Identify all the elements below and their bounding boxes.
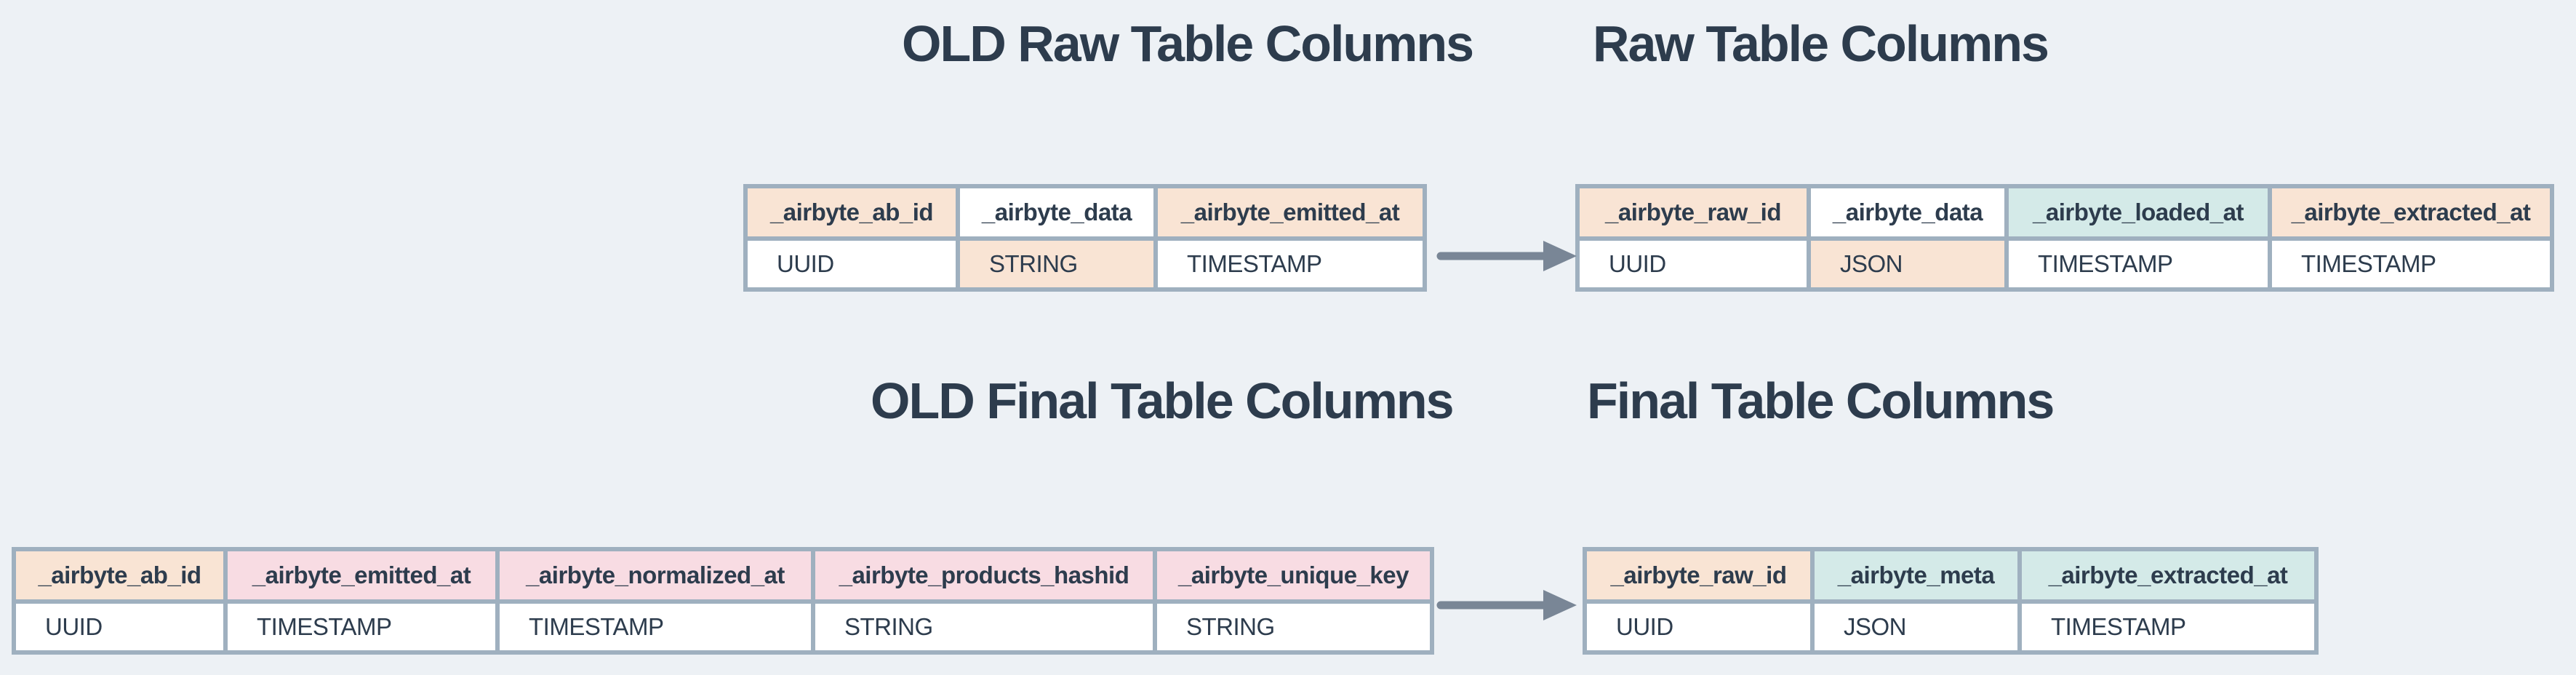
column-header: _airbyte_raw_id xyxy=(1575,184,1811,241)
column-type: JSON xyxy=(1810,599,2022,655)
type-row: UUID TIMESTAMP TIMESTAMP STRING STRING xyxy=(12,599,1434,655)
column-type: UUID xyxy=(1583,599,1815,655)
header-row: _airbyte_raw_id _airbyte_meta _airbyte_e… xyxy=(1583,547,2319,604)
column-type: TIMESTAMP xyxy=(2268,236,2554,292)
column-header: _airbyte_raw_id xyxy=(1583,547,1815,604)
header-row: _airbyte_raw_id _airbyte_data _airbyte_l… xyxy=(1575,184,2554,241)
column-type: TIMESTAMP xyxy=(2004,236,2272,292)
final-table-title: Final Table Columns xyxy=(1587,372,2055,429)
type-row: UUID STRING TIMESTAMP xyxy=(743,236,1427,292)
column-header: _airbyte_unique_key xyxy=(1153,547,1434,604)
column-type: TIMESTAMP xyxy=(1153,236,1427,292)
column-header: _airbyte_data xyxy=(1807,184,2009,241)
column-header: _airbyte_emitted_at xyxy=(223,547,500,604)
header-row: _airbyte_ab_id _airbyte_data _airbyte_em… xyxy=(743,184,1427,241)
column-type: STRING xyxy=(1153,599,1434,655)
column-header: _airbyte_ab_id xyxy=(743,184,960,241)
column-type: JSON xyxy=(1807,236,2009,292)
column-type: STRING xyxy=(956,236,1158,292)
old-raw-table-title: OLD Raw Table Columns xyxy=(902,15,1474,72)
column-type: UUID xyxy=(12,599,228,655)
column-type: TIMESTAMP xyxy=(2017,599,2319,655)
column-type: TIMESTAMP xyxy=(495,599,815,655)
column-header: _airbyte_emitted_at xyxy=(1153,184,1427,241)
column-type: STRING xyxy=(811,599,1157,655)
final-table: _airbyte_raw_id _airbyte_meta _airbyte_e… xyxy=(1583,547,2319,655)
column-header: _airbyte_normalized_at xyxy=(495,547,815,604)
old-raw-table: _airbyte_ab_id _airbyte_data _airbyte_em… xyxy=(743,184,1427,292)
column-header: _airbyte_loaded_at xyxy=(2004,184,2272,241)
raw-table-title: Raw Table Columns xyxy=(1593,15,2049,72)
column-header: _airbyte_data xyxy=(956,184,1158,241)
type-row: UUID JSON TIMESTAMP TIMESTAMP xyxy=(1575,236,2554,292)
column-header: _airbyte_meta xyxy=(1810,547,2022,604)
column-header: _airbyte_ab_id xyxy=(12,547,228,604)
column-type: UUID xyxy=(743,236,960,292)
arrow-right-icon xyxy=(1436,590,1577,620)
raw-table: _airbyte_raw_id _airbyte_data _airbyte_l… xyxy=(1575,184,2554,292)
old-final-table: _airbyte_ab_id _airbyte_emitted_at _airb… xyxy=(12,547,1434,655)
column-header: _airbyte_products_hashid xyxy=(811,547,1157,604)
column-type: UUID xyxy=(1575,236,1811,292)
column-header: _airbyte_extracted_at xyxy=(2268,184,2554,241)
old-final-table-title: OLD Final Table Columns xyxy=(871,372,1455,429)
arrow-right-icon xyxy=(1436,241,1577,271)
header-row: _airbyte_ab_id _airbyte_emitted_at _airb… xyxy=(12,547,1434,604)
column-type: TIMESTAMP xyxy=(223,599,500,655)
column-header: _airbyte_extracted_at xyxy=(2017,547,2319,604)
type-row: UUID JSON TIMESTAMP xyxy=(1583,599,2319,655)
